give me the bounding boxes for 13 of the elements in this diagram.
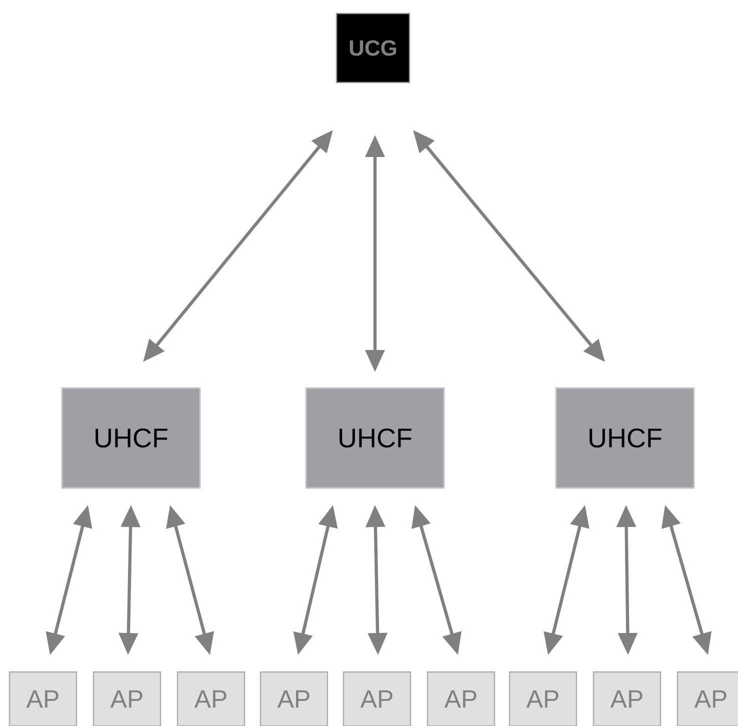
hub-box: UHCF — [305, 387, 445, 489]
hub-box: UHCF — [61, 387, 201, 489]
access-point-box: AP — [592, 671, 662, 726]
access-point-box: AP — [260, 671, 328, 726]
access-point-box: AP — [426, 671, 496, 726]
hub-box: UHCF — [555, 387, 695, 489]
access-point-box: AP — [342, 671, 412, 726]
access-point-box: AP — [508, 671, 578, 726]
access-point-box: AP — [8, 671, 78, 726]
access-point-box: AP — [676, 671, 738, 726]
access-point-box: AP — [92, 671, 162, 726]
access-point-box: AP — [176, 671, 246, 726]
root-box: UCG — [336, 12, 410, 84]
